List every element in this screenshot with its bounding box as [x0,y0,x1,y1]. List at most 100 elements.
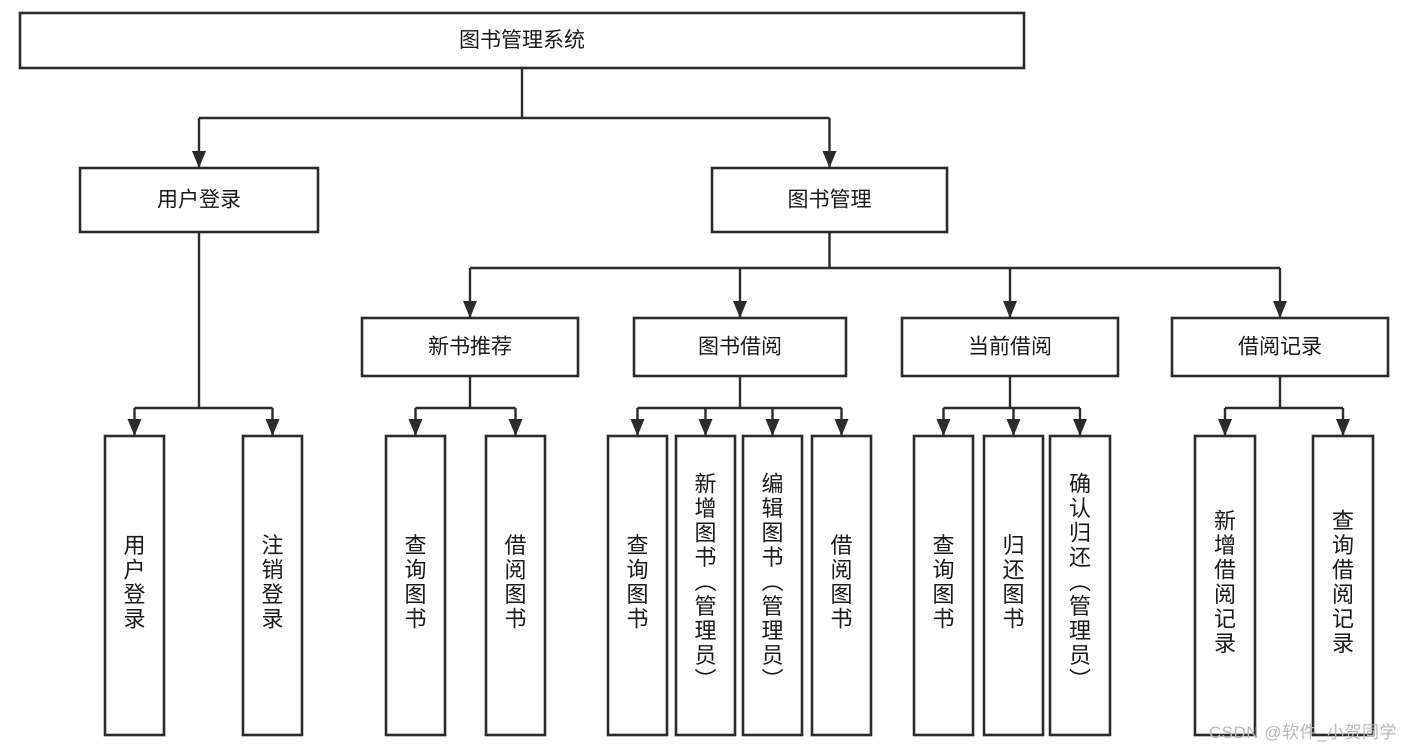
node-leaf-add-borrow-record-label-char: 录 [1214,631,1236,656]
node-leaf-borrow-book-box[interactable] [810,434,873,737]
node-leaf-borrow-book-label-char: 图 [830,582,852,607]
node-leaf-logout-login-label-char: 销 [261,557,283,582]
node-leaf-query-book-borrow-label-char: 图 [626,582,648,607]
node-leaf-user-login-label-char: 登 [123,582,145,607]
node-leaf-borrow-book-rec-label-char: 借 [504,533,526,558]
node-leaf-borrow-book-rec-label-char: 阅 [504,557,526,582]
node-leaf-borrow-book-rec-label-char: 书 [504,606,526,631]
node-leaf-confirm-return-admin-label-char: ︶ [1069,668,1091,693]
node-leaf-add-borrow-record-label-char: 新 [1214,508,1236,533]
arrow-head-icon [192,151,206,168]
node-book-management[interactable]: 图书管理 [710,166,949,234]
node-book-management-box[interactable] [710,166,949,234]
node-leaf-edit-book-admin-label-char: 辑 [761,496,783,521]
node-book-borrow-box[interactable] [632,316,848,378]
node-leaf-logout-login-label-char: 录 [261,606,283,631]
node-leaf-add-book-admin-label-char: 新 [694,472,716,497]
node-leaf-add-borrow-record-box[interactable] [1193,434,1257,737]
node-leaf-user-login-label-char: 户 [123,557,145,582]
node-leaf-return-book-box[interactable] [982,434,1045,737]
node-leaf-edit-book-admin-label-char: 员 [761,643,783,668]
node-leaf-confirm-return-admin-label-char: 员 [1069,643,1091,668]
arrow-head-icon [127,419,142,436]
node-new-book-recommend-label: 新书推荐 [428,336,512,359]
node-leaf-borrow-book-label-char: 借 [830,533,852,558]
node-leaf-add-book-admin-label-char: 员 [694,643,716,668]
node-leaf-query-borrow-record-box[interactable] [1311,434,1375,737]
node-leaf-confirm-return-admin-box[interactable] [1048,434,1112,737]
node-leaf-edit-book-admin-box[interactable] [741,434,804,737]
node-leaf-add-book-admin-label-char: 增 [694,496,716,521]
node-leaf-edit-book-admin-label-char: 书 [761,545,783,570]
node-leaf-query-book-rec-box[interactable] [384,434,447,737]
arrow-head-icon [1218,419,1232,436]
node-leaf-edit-book-admin-label-char: 理 [761,619,783,644]
node-user-login[interactable]: 用户登录 [78,166,320,234]
node-leaf-edit-book-admin-label-char: 图 [761,521,783,546]
node-leaf-edit-book-admin-label-char: 管 [761,594,783,619]
arrow-head-icon [834,419,849,436]
node-current-borrow[interactable]: 当前借阅 [900,316,1120,378]
node-leaf-query-borrow-record-label-char: 借 [1332,557,1354,582]
node-user-login-label: 用户登录 [157,189,241,212]
node-borrow-record[interactable]: 借阅记录 [1170,316,1390,378]
arrow-head-icon [265,419,280,436]
node-user-login-box[interactable] [78,166,320,234]
node-leaf-edit-book-admin-label-char: ︵ [761,570,783,595]
node-leaf-user-login[interactable]: 用户登录 [103,434,166,737]
node-leaf-query-book-borrow-label-char: 查 [626,533,648,558]
node-leaf-query-book-current-box[interactable] [912,434,975,737]
node-leaf-return-book-label-char: 书 [1002,606,1024,631]
arrow-head-icon [463,301,477,318]
node-leaf-query-book-current-label-char: 询 [932,557,954,582]
node-leaf-query-book-borrow-box[interactable] [606,434,669,737]
node-leaf-add-borrow-record-label-char: 记 [1214,606,1236,631]
node-book-borrow[interactable]: 图书借阅 [632,316,848,378]
arrow-head-icon [1006,419,1021,436]
node-root-root-box[interactable] [18,11,1026,70]
node-leaf-add-book-admin-label-char: ︵ [694,570,716,595]
node-root-root-label: 图书管理系统 [459,29,585,52]
node-leaf-confirm-return-admin-label-char: 归 [1069,521,1091,546]
node-leaf-logout-login-label-char: 注 [261,533,283,558]
node-leaf-add-book-admin-label-char: 理 [694,619,716,644]
node-new-book-recommend-box[interactable] [360,316,580,378]
node-leaf-query-borrow-record-label-char: 查 [1332,508,1354,533]
node-borrow-record-box[interactable] [1170,316,1390,378]
node-leaf-add-book-admin-label-char: 图 [694,521,716,546]
node-leaf-logout-login-box[interactable] [241,434,304,737]
node-leaf-confirm-return-admin-label-char: ︵ [1069,570,1091,595]
node-leaf-query-book-current-label-char: 图 [932,582,954,607]
node-leaf-user-login-label-char: 用 [123,533,145,558]
arrow-head-icon [733,301,747,318]
arrow-head-icon [1003,301,1017,318]
node-root-root[interactable]: 图书管理系统 [18,11,1026,70]
node-current-borrow-box[interactable] [900,316,1120,378]
node-leaf-user-login-box[interactable] [103,434,166,737]
node-leaf-borrow-book-rec-box[interactable] [484,434,547,737]
node-leaf-confirm-return-admin-label-char: 还 [1069,545,1091,570]
node-leaf-add-borrow-record-label-char: 增 [1214,533,1236,558]
node-leaf-query-book-rec-label-char: 图 [404,582,426,607]
node-borrow-record-label: 借阅记录 [1238,336,1322,359]
node-leaf-confirm-return-admin-label-char: 确 [1069,472,1091,497]
node-leaf-add-book-admin-box[interactable] [674,434,737,737]
node-leaf-query-book-current-label-char: 查 [932,533,954,558]
node-new-book-recommend[interactable]: 新书推荐 [360,316,580,378]
node-leaf-add-book-admin-label-char: 管 [694,594,716,619]
arrow-head-icon [630,419,645,436]
node-leaf-add-borrow-record-label-char: 借 [1214,557,1236,582]
arrow-head-icon [936,419,951,436]
